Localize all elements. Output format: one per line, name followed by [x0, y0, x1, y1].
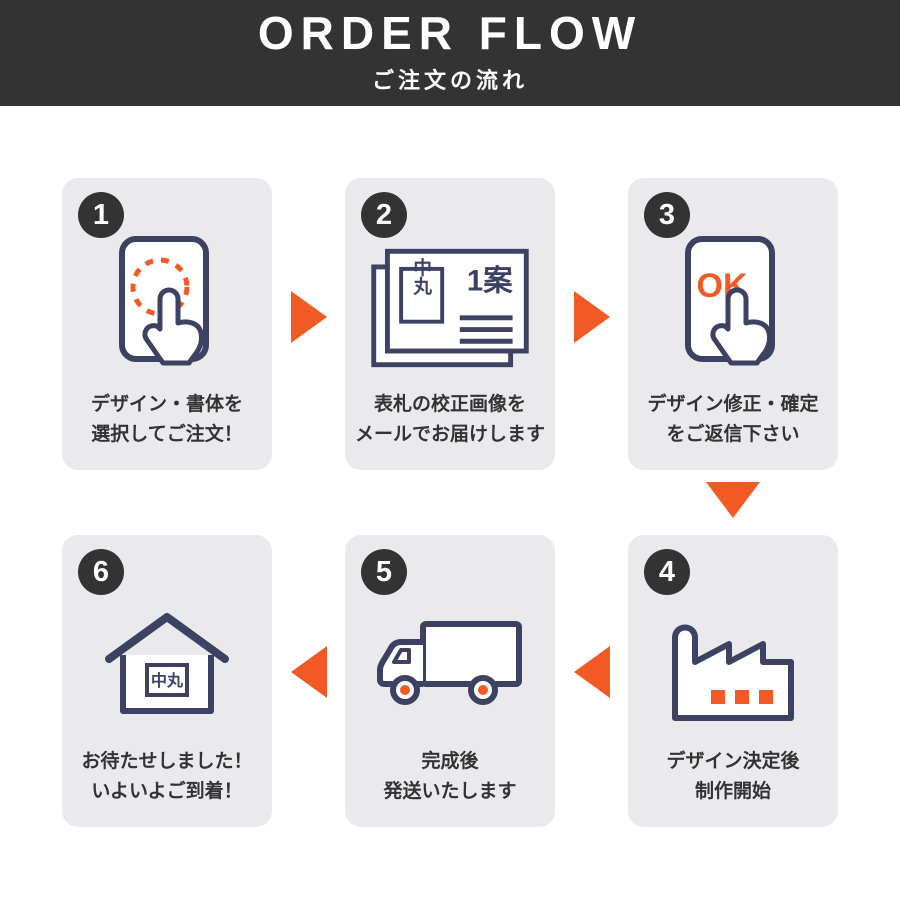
step-number-badge: 2: [361, 192, 407, 238]
house-delivered-icon: 中丸: [105, 612, 229, 714]
header: ORDER FLOW ご注文の流れ: [0, 0, 900, 106]
step-caption: デザイン・書体を 選択してご注文！: [90, 394, 243, 446]
step-number-badge: 5: [361, 549, 407, 595]
step-card-2: 2 中丸 1案 表札の校正画像を メールでお届けします: [345, 178, 555, 470]
arrow-down-icon: [706, 482, 760, 518]
step-card-5: 5 完成後 発送いたします: [345, 535, 555, 827]
proposal-count-text: 1案: [467, 263, 513, 297]
step-number-badge: 6: [78, 549, 124, 595]
smartphone-ok-icon: OK: [685, 236, 775, 366]
step-card-1: 1 デザイン・書体を 選択してご注文！: [62, 178, 272, 470]
step-number-badge: 3: [644, 192, 690, 238]
step-card-4: 4 デザイン決定後 制作開始: [628, 535, 838, 827]
step-card-3: 3 OK デザイン修正・確定 をご返信下さい: [628, 178, 838, 470]
step-card-6: 6 中丸 お待たせしました！ いよいよご到着！: [62, 535, 272, 827]
step-caption: 表札の校正画像を メールでお届けします: [354, 394, 545, 446]
step-number-badge: 4: [644, 549, 690, 595]
pointing-hand-icon: [710, 287, 772, 366]
nameplate-text: 中丸: [411, 257, 432, 296]
arrow-left-icon: [291, 646, 327, 698]
step-caption: 完成後 発送いたします: [383, 751, 517, 803]
smartphone-design-select-icon: [119, 236, 209, 366]
arrow-right-icon: [291, 291, 327, 343]
factory-icon: [672, 624, 794, 721]
proof-sheets-icon: 中丸 1案: [371, 248, 529, 368]
step-caption: デザイン決定後 制作開始: [666, 751, 800, 803]
step-caption: デザイン修正・確定 をご返信下さい: [647, 394, 819, 446]
step-number-badge: 1: [78, 192, 124, 238]
page-title: ORDER FLOW: [257, 7, 643, 59]
arrow-left-icon: [574, 646, 610, 698]
delivery-truck-icon: [377, 621, 522, 705]
house-nameplate-text: 中丸: [151, 671, 184, 690]
pointing-hand-icon: [142, 287, 204, 366]
step-caption: お待たせしました！ いよいよご到着！: [81, 751, 253, 803]
arrow-right-icon: [574, 291, 610, 343]
page-subtitle: ご注文の流れ: [371, 67, 528, 93]
